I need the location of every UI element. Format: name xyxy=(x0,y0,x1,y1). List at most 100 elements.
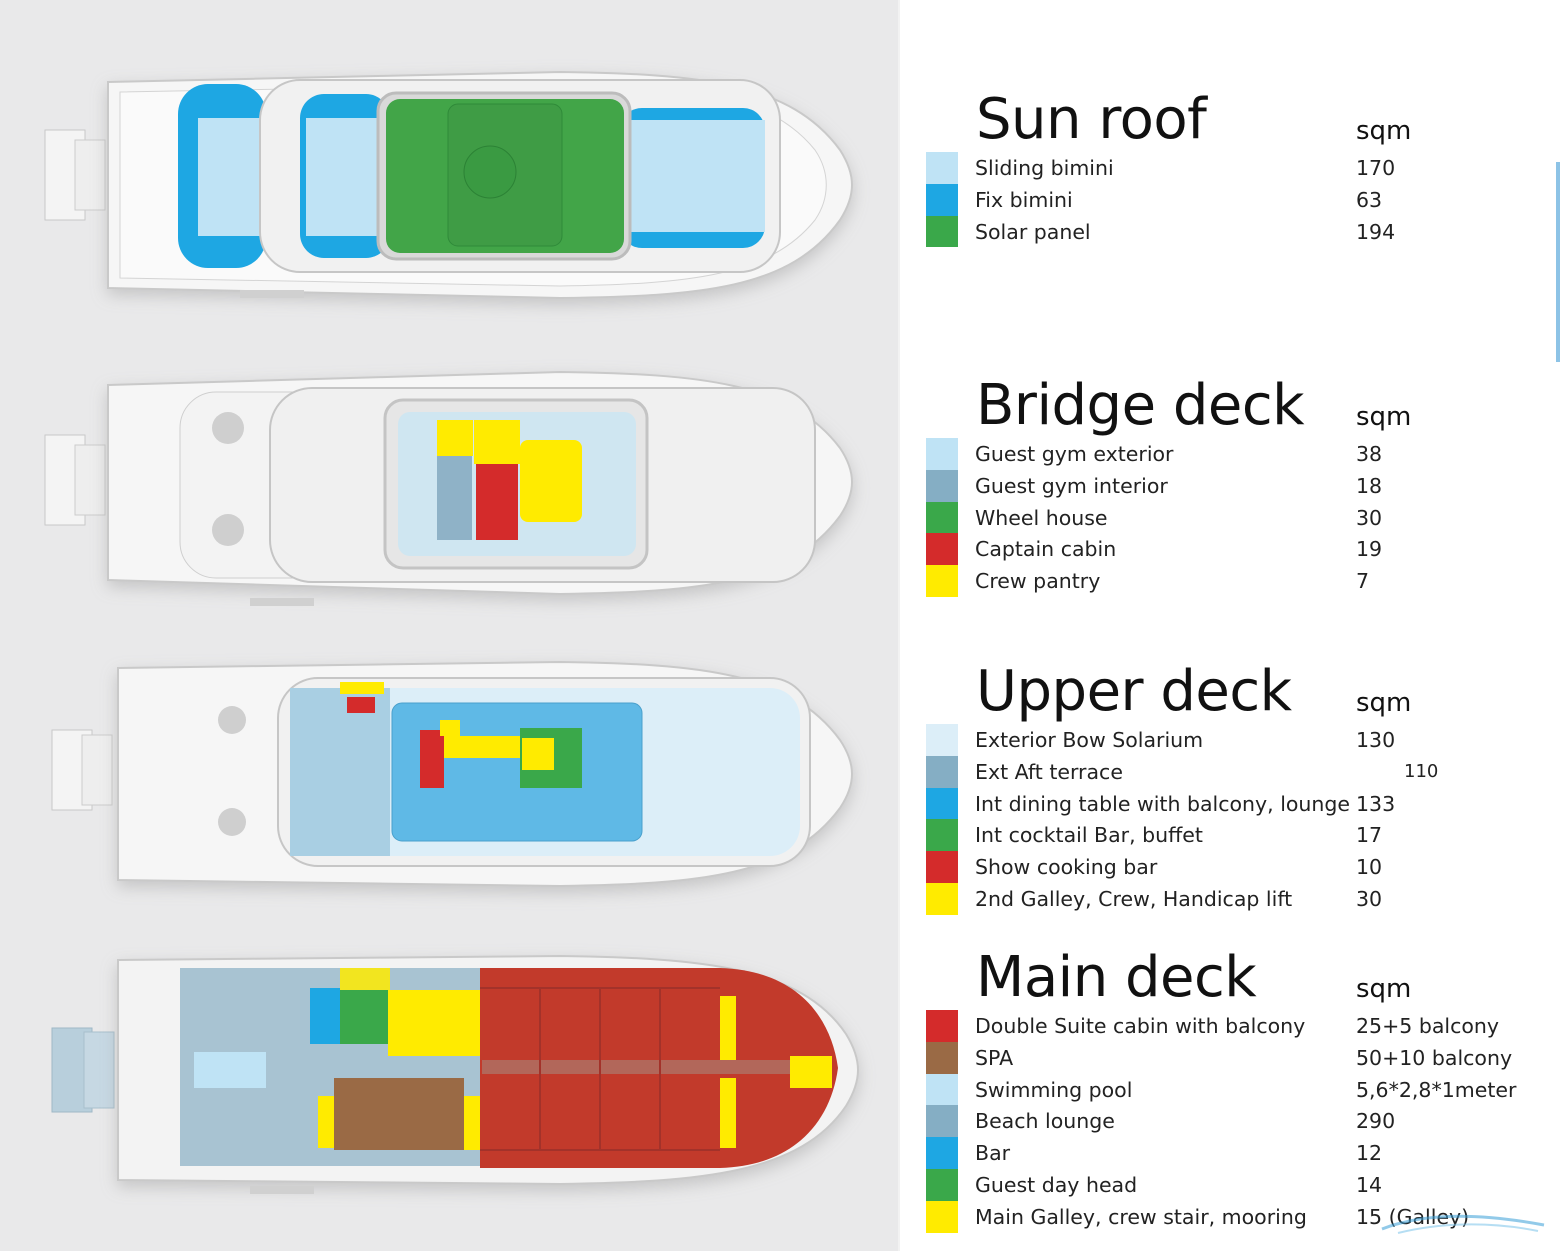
row-label: Crew pantry xyxy=(975,569,1101,594)
row-label: Exterior Bow Solarium xyxy=(975,728,1204,752)
row-value: 133 xyxy=(1356,791,1396,816)
row-label: Sliding bimini xyxy=(975,156,1114,180)
deck-plans-illustration xyxy=(44,70,859,1194)
row-value: 18 xyxy=(1356,473,1383,498)
section-unit: sqm xyxy=(1356,974,1412,1004)
section-unit: sqm xyxy=(1356,688,1412,718)
row-value: 17 xyxy=(1356,823,1383,848)
legend-row: Guest gym interior 18 xyxy=(924,469,1544,502)
color-swatch xyxy=(926,438,958,470)
color-swatch xyxy=(926,469,958,502)
upper-deck-plan xyxy=(51,660,853,888)
legend-row: Crew pantry 7 xyxy=(924,565,1544,597)
legend-row: Solar panel 194 xyxy=(924,215,1544,248)
row-value: 194 xyxy=(1356,219,1396,244)
legend-row: Swimming pool 5,6*2,8*1meter xyxy=(924,1073,1544,1106)
legend-row: Double Suite cabin with balcony 25+5 balc… xyxy=(924,1010,1544,1042)
row-label: Show cooking bar xyxy=(975,855,1158,880)
row-value: 10 xyxy=(1356,855,1383,880)
row-value: 12 xyxy=(1356,1141,1383,1166)
legend-row: Bar 12 xyxy=(924,1137,1544,1169)
legend-row: Guest gym exterior 38 xyxy=(924,438,1544,470)
legend-row: Ext Aft terrace 110 xyxy=(924,755,1544,788)
legend-row: 2nd Galley, Crew, Handicap lift 30 xyxy=(924,882,1544,915)
section-title: Sun roof xyxy=(976,87,1207,152)
row-value: 38 xyxy=(1356,442,1383,466)
watermark-logo-icon xyxy=(1381,1214,1545,1234)
row-label: SPA xyxy=(975,1045,1014,1070)
row-label: Main Galley, crew stair, mooring xyxy=(975,1204,1307,1229)
row-value: 5,6*2,8*1meter xyxy=(1356,1077,1517,1102)
color-swatch xyxy=(926,787,958,820)
legend-row: Fix bimini 63 xyxy=(924,183,1544,216)
row-value: 170 xyxy=(1356,156,1396,180)
color-swatch xyxy=(926,1073,958,1106)
row-value: 290 xyxy=(1356,1109,1396,1134)
section-unit: sqm xyxy=(1356,402,1412,432)
color-swatch xyxy=(926,1041,958,1074)
color-swatch xyxy=(926,1105,958,1138)
main-deck-plan xyxy=(51,954,859,1194)
panel-divider xyxy=(898,0,900,1251)
color-swatch xyxy=(926,1010,958,1042)
row-label: Bar xyxy=(975,1141,1011,1166)
legend-row: Wheel house 30 xyxy=(924,501,1544,534)
row-label: Swimming pool xyxy=(975,1077,1133,1102)
section-title: Upper deck xyxy=(976,659,1292,724)
color-swatch xyxy=(926,851,958,883)
legend-row: SPA 50+10 balcony xyxy=(924,1041,1544,1074)
color-swatch xyxy=(926,533,958,566)
row-value: 30 xyxy=(1356,505,1383,530)
color-swatch xyxy=(926,152,958,184)
legend-row: Show cooking bar 10 xyxy=(924,851,1544,883)
row-label: Int cocktail Bar, buffet xyxy=(975,823,1203,848)
section-unit: sqm xyxy=(1356,116,1412,146)
section-title: Bridge deck xyxy=(976,373,1305,438)
color-swatch xyxy=(926,755,958,788)
legend-row: Exterior Bow Solarium 130 xyxy=(924,724,1544,756)
row-label: Int dining table with balcony, lounge xyxy=(975,791,1351,816)
color-swatch xyxy=(926,1200,958,1233)
legend-row: Captain cabin 19 xyxy=(924,533,1544,566)
legend-row: Guest day head 14 xyxy=(924,1168,1544,1201)
color-swatch xyxy=(926,819,958,852)
edge-marker xyxy=(1556,162,1560,362)
row-label: Guest day head xyxy=(975,1172,1138,1197)
row-label: Double Suite cabin with balcony xyxy=(975,1014,1306,1038)
row-label: Wheel house xyxy=(975,505,1108,530)
color-swatch xyxy=(926,1137,958,1169)
color-swatch xyxy=(926,215,958,248)
legend-row: Beach lounge 290 xyxy=(924,1105,1544,1138)
row-value: 110 xyxy=(1404,760,1439,782)
row-value: 14 xyxy=(1356,1172,1383,1197)
row-label: 2nd Galley, Crew, Handicap lift xyxy=(975,886,1293,911)
sun-roof-plan xyxy=(44,70,853,300)
color-swatch xyxy=(926,724,958,756)
legend-row: Int cocktail Bar, buffet 17 xyxy=(924,819,1544,852)
row-label: Guest gym exterior xyxy=(975,442,1174,466)
row-label: Solar panel xyxy=(975,219,1091,244)
row-label: Beach lounge xyxy=(975,1109,1115,1134)
row-value: 30 xyxy=(1356,886,1383,911)
bridge-deck-plan xyxy=(44,370,853,606)
row-value: 130 xyxy=(1356,728,1396,752)
color-swatch xyxy=(926,565,958,597)
row-label: Ext Aft terrace xyxy=(975,759,1123,784)
deck-plans-panel xyxy=(0,0,898,1251)
color-swatch xyxy=(926,501,958,534)
legend-row: Sliding bimini 170 xyxy=(924,152,1544,184)
row-label: Captain cabin xyxy=(975,537,1117,562)
row-value: 25+5 balcony xyxy=(1356,1014,1500,1038)
row-label: Guest gym interior xyxy=(975,473,1168,498)
color-swatch xyxy=(926,882,958,915)
section-title: Main deck xyxy=(976,945,1257,1010)
row-value: 63 xyxy=(1356,187,1383,212)
row-label: Fix bimini xyxy=(975,187,1073,212)
row-value: 50+10 balcony xyxy=(1356,1045,1513,1070)
row-value: 7 xyxy=(1356,569,1370,594)
color-swatch xyxy=(926,183,958,216)
color-swatch xyxy=(926,1168,958,1201)
row-value: 19 xyxy=(1356,537,1383,562)
